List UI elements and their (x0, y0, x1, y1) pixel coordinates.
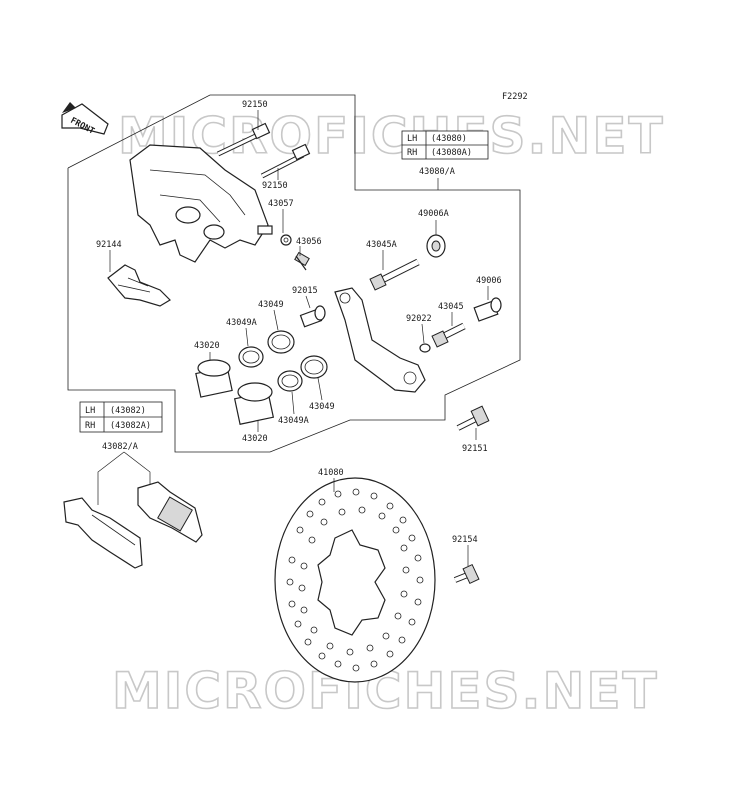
seal-43049a-bottom (277, 370, 303, 392)
caliper-rh-part: (43080A) (431, 148, 472, 158)
label-41080: 41080 (318, 468, 344, 478)
label-49006: 49006 (476, 276, 502, 286)
label-92150-bottom: 92150 (262, 181, 288, 191)
label-49006a: 49006A (418, 209, 449, 219)
caliper-rh-side: RH (407, 148, 417, 158)
caliper-side-table: LH (43080) RH (43080A) (401, 130, 489, 160)
label-43049a-bottom: 43049A (278, 416, 309, 426)
label-43049a-top: 43049A (226, 318, 257, 328)
brake-pad-left (63, 497, 143, 569)
bolt-92154 (453, 563, 480, 585)
caliper-body (129, 144, 273, 263)
piston-bottom (233, 382, 275, 425)
label-92150-top: 92150 (242, 100, 268, 110)
label-92154: 92154 (452, 535, 478, 545)
slide-pin-bottom (260, 143, 311, 179)
label-43020-bottom: 43020 (242, 434, 268, 444)
slide-pin-top (216, 122, 271, 157)
pad-side-table: LH (43082) RH (43082A) (79, 401, 163, 433)
piston-top (195, 359, 233, 398)
label-92022: 92022 (406, 314, 432, 324)
seal-43049-top (267, 330, 295, 354)
boot-49006 (473, 297, 502, 322)
caliper-bracket (334, 287, 426, 393)
label-43049-top: 43049 (258, 300, 284, 310)
label-43045: 43045 (438, 302, 464, 312)
seal-43049a-top (238, 346, 264, 368)
label-43057: 43057 (268, 199, 294, 209)
brake-pad-right (137, 481, 203, 543)
label-92151: 92151 (462, 444, 488, 454)
label-43045a: 43045A (366, 240, 397, 250)
pad-spring (107, 264, 171, 307)
bracket-pin-short (431, 322, 466, 348)
washer (419, 343, 431, 353)
label-92144: 92144 (96, 240, 122, 250)
caliper-lh-part: (43080) (431, 134, 467, 144)
label-43056: 43056 (296, 237, 322, 247)
bolt-92151 (456, 405, 490, 431)
assembly-outline (67, 94, 521, 453)
label-43049-bottom: 43049 (309, 402, 335, 412)
bracket-pin-long (369, 258, 420, 291)
boot-49006a (426, 234, 446, 258)
bushing (299, 305, 326, 328)
seal-43049-bottom (300, 355, 328, 379)
figure-code: F2292 (502, 92, 528, 102)
label-43082: 43082/A (102, 442, 138, 452)
caliper-lh-side: LH (407, 134, 417, 144)
bleeder-valve (294, 251, 310, 271)
label-43080: 43080/A (419, 167, 455, 177)
brake-disc (274, 477, 436, 683)
label-43020-top: 43020 (194, 341, 220, 351)
pad-rh-part: (43082A) (110, 421, 151, 431)
pad-rh-side: RH (85, 421, 95, 431)
bleeder-banjo (280, 234, 292, 246)
pad-lh-part: (43082) (110, 406, 146, 416)
pad-lh-side: LH (85, 406, 95, 416)
leader-lines (97, 110, 489, 566)
front-arrow-icon: FRONT (61, 102, 109, 137)
label-92015: 92015 (292, 286, 318, 296)
